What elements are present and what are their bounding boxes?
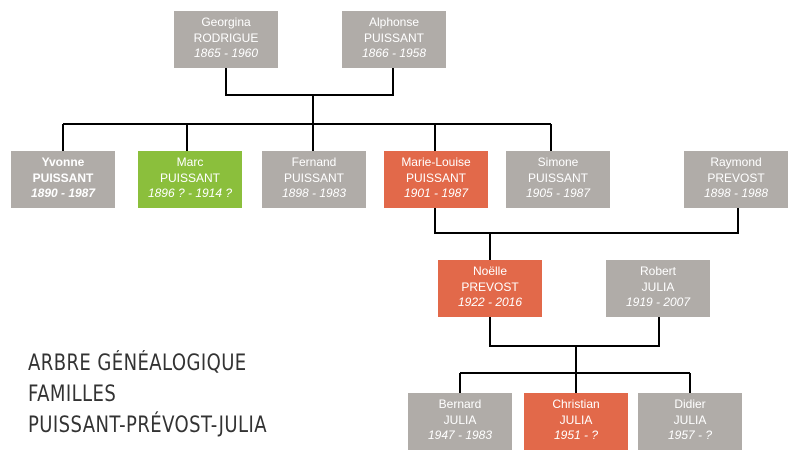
person-card-noelle: Noëlle PREVOST 1922 - 2016: [438, 260, 542, 317]
first-name: Alphonse: [368, 15, 420, 29]
last-name: PUISSANT: [363, 30, 424, 45]
last-name: RODRIGUE: [193, 30, 259, 45]
life-dates: 1901 - 1987: [403, 186, 469, 200]
person-card-alphonse: Alphonse PUISSANT 1866 - 1958: [342, 11, 446, 68]
life-dates: 1905 - 1987: [525, 186, 591, 200]
person-card-marie-louise: Marie-Louise PUISSANT 1901 - 1987: [384, 151, 488, 208]
last-name: PUISSANT: [159, 170, 220, 185]
person-card-raymond: Raymond PREVOST 1898 - 1988: [684, 151, 788, 208]
life-dates: 1890 - 1987: [30, 186, 96, 200]
connector-line: [225, 68, 394, 96]
life-dates: 1896 ? - 1914 ?: [147, 186, 233, 200]
last-name: JULIA: [443, 412, 477, 427]
first-name: Robert: [639, 264, 677, 278]
person-card-christian: Christian JULIA 1951 - ?: [524, 393, 628, 450]
person-card-simone: Simone PUISSANT 1905 - 1987: [506, 151, 610, 208]
connector-line: [434, 207, 739, 234]
person-card-robert: Robert JULIA 1919 - 2007: [606, 260, 710, 317]
last-name: JULIA: [559, 412, 593, 427]
last-name: PUISSANT: [405, 170, 466, 185]
title-line-1: ARBRE GÉNÉALOGIQUE: [28, 351, 247, 376]
first-name: Christian: [552, 397, 600, 411]
life-dates: 1951 - ?: [553, 428, 599, 442]
last-name: PUISSANT: [32, 170, 94, 185]
life-dates: 1919 - 2007: [625, 295, 691, 309]
first-name: Georgina: [201, 15, 251, 29]
last-name: PREVOST: [707, 170, 765, 185]
last-name: PUISSANT: [283, 170, 344, 185]
connector-line: [489, 316, 660, 347]
first-name: Simone: [537, 155, 579, 169]
last-name: JULIA: [641, 279, 675, 294]
person-card-bernard: Bernard JULIA 1947 - 1983: [408, 393, 512, 450]
first-name: Marie-Louise: [401, 155, 471, 169]
title-line-2: FAMILLES: [28, 382, 117, 407]
person-card-marc: Marc PUISSANT 1896 ? - 1914 ?: [138, 151, 242, 208]
first-name: Yvonne: [41, 155, 85, 169]
first-name: Fernand: [291, 155, 337, 169]
life-dates: 1866 - 1958: [361, 46, 427, 60]
life-dates: 1922 - 2016: [457, 295, 523, 309]
life-dates: 1898 - 1983: [281, 186, 347, 200]
life-dates: 1947 - 1983: [427, 428, 493, 442]
life-dates: 1957 - ?: [667, 428, 713, 442]
life-dates: 1865 - 1960: [193, 46, 259, 60]
person-card-fernand: Fernand PUISSANT 1898 - 1983: [262, 151, 366, 208]
title-line-3: PUISSANT-PRÉVOST-JULIA: [28, 413, 267, 438]
diagram-title: ARBRE GÉNÉALOGIQUE FAMILLES PUISSANT-PRÉ…: [28, 348, 267, 441]
person-card-georgina: Georgina RODRIGUE 1865 - 1960: [174, 11, 278, 68]
first-name: Raymond: [710, 155, 762, 169]
first-name: Didier: [674, 397, 706, 411]
first-name: Bernard: [438, 397, 482, 411]
person-card-didier: Didier JULIA 1957 - ?: [638, 393, 742, 450]
person-card-yvonne: Yvonne PUISSANT 1890 - 1987: [11, 151, 115, 208]
last-name: PREVOST: [461, 279, 519, 294]
last-name: JULIA: [673, 412, 707, 427]
first-name: Noëlle: [472, 264, 508, 278]
first-name: Marc: [176, 155, 204, 169]
life-dates: 1898 - 1988: [703, 186, 769, 200]
last-name: PUISSANT: [527, 170, 588, 185]
